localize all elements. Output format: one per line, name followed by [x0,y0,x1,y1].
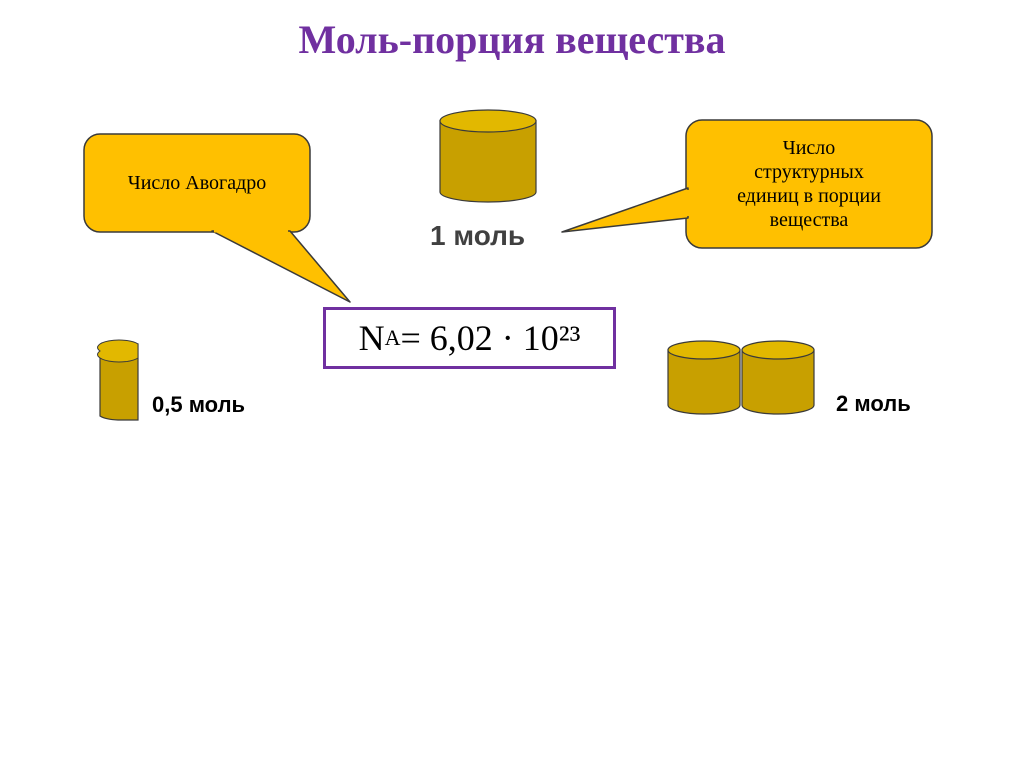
cylinder-1-mol [439,109,537,203]
page-title: Моль-порция вещества [298,17,726,62]
callout-right-line: Число [782,137,836,159]
callout-avogadro-shape [83,133,351,303]
callout-right-line: единиц в порции [737,185,881,207]
cylinder-half-mol [97,339,139,421]
callout-structural-units-shape [561,119,933,249]
label-2-mol: 2 моль [836,391,911,416]
cylinder-2-mol-left [667,340,741,415]
formula-symbol: N [358,318,385,358]
cylinder-2-mol-right [741,340,815,415]
callout-structural-units-text: Число структурных единиц в порции вещест… [686,120,932,248]
label-1-mol: 1 моль [430,220,526,251]
label-half-mol: 0,5 моль [152,392,246,417]
callout-avogadro-text: Число Авогадро [127,172,267,194]
callout-right-line: структурных [754,161,864,183]
formula-value: = 6,02 · 10²³ [400,318,581,358]
callout-right-line: вещества [769,209,849,231]
formula-subscript: A [384,325,401,350]
